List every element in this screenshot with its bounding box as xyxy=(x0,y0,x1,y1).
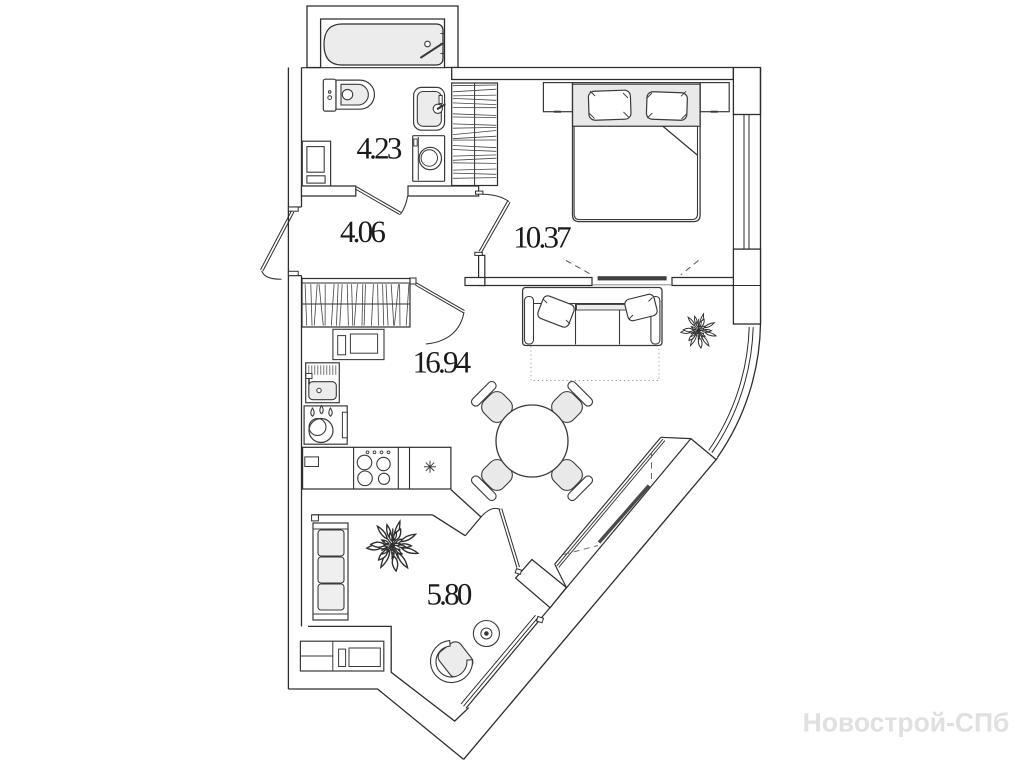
svg-text:4.23: 4.23 xyxy=(356,131,401,166)
svg-text:Новострой-СПб: Новострой-СПб xyxy=(803,708,1010,738)
svg-text:16.94: 16.94 xyxy=(413,345,472,380)
svg-text:4.06: 4.06 xyxy=(340,214,385,249)
svg-text:10.37: 10.37 xyxy=(513,220,571,255)
svg-text:5.80: 5.80 xyxy=(426,576,471,611)
